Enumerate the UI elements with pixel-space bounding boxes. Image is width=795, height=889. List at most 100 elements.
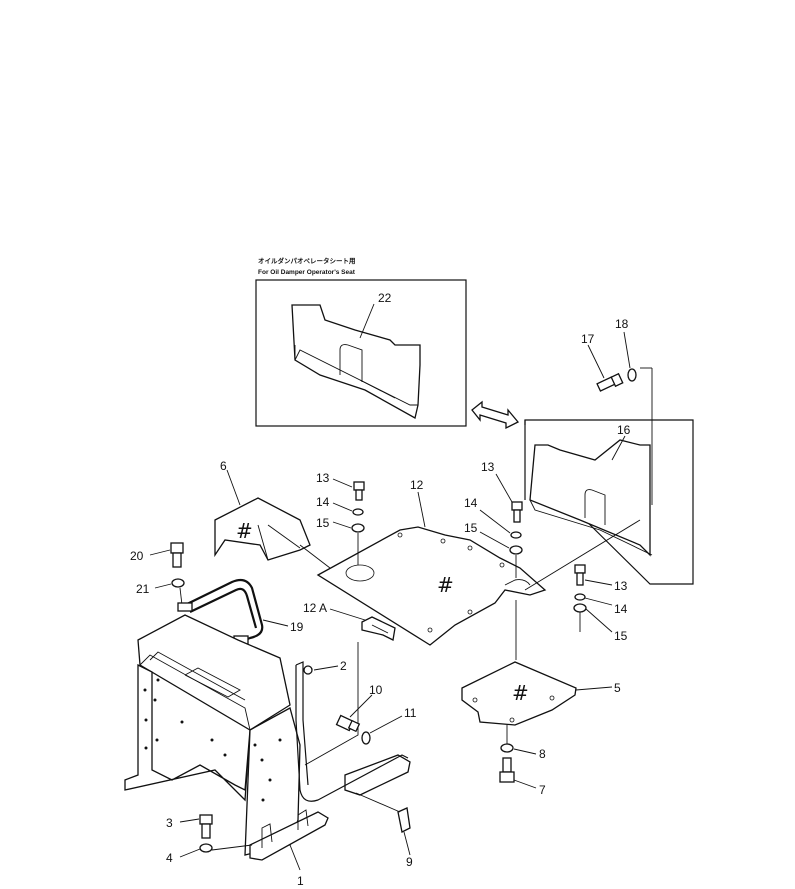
leader-10 xyxy=(349,694,373,718)
label-15b: 15 xyxy=(464,521,478,535)
leader-12 xyxy=(417,491,426,528)
label-10: 10 xyxy=(369,683,383,697)
label-3: 3 xyxy=(166,816,173,830)
leader-22 xyxy=(359,303,375,339)
part-15-washer-right xyxy=(573,603,587,613)
leader-2 xyxy=(313,665,339,671)
label-21: 21 xyxy=(136,582,150,596)
link-9 xyxy=(355,792,401,813)
leader-15b xyxy=(479,531,510,549)
label-14c: 14 xyxy=(614,602,628,616)
label-6: 6 xyxy=(220,459,227,473)
hash-mark-5: # xyxy=(512,681,529,705)
label-20: 20 xyxy=(130,549,144,563)
label-17: 17 xyxy=(581,332,595,346)
part-14-washer-right xyxy=(574,593,586,601)
inset-caption-jp: オイルダンパオペレータシート用 xyxy=(258,256,356,265)
part-15-washer-left xyxy=(351,523,365,533)
part-6-cover: # xyxy=(214,497,311,561)
part-13-bolt-right xyxy=(574,564,586,586)
leader-15a xyxy=(332,521,352,529)
label-15a: 15 xyxy=(316,516,330,530)
label-22: 22 xyxy=(378,291,392,305)
leader-20 xyxy=(149,549,171,556)
leader-5 xyxy=(575,686,613,691)
part-7-bolt xyxy=(499,757,515,783)
part-1-frame xyxy=(124,614,411,861)
part-13-bolt-left xyxy=(353,481,365,501)
label-8: 8 xyxy=(539,747,546,761)
leader-8 xyxy=(513,748,537,755)
leader-6 xyxy=(226,469,241,506)
hash-mark-12: # xyxy=(437,573,454,597)
label-14a: 14 xyxy=(316,495,330,509)
part-20-bolt xyxy=(170,542,184,568)
label-16: 16 xyxy=(617,423,631,437)
part-4-washer xyxy=(199,843,213,853)
leader-11 xyxy=(369,715,403,734)
part-2-nut xyxy=(303,665,313,675)
leader-14b xyxy=(479,509,511,534)
part-19-handrail xyxy=(177,578,264,645)
mount-bracket xyxy=(295,642,409,802)
part-14-washer-mid xyxy=(510,531,522,539)
label-12a: 12 A xyxy=(303,601,327,615)
right-panel: 16 xyxy=(524,367,694,585)
label-19: 19 xyxy=(290,620,304,634)
part-13-bolt-mid xyxy=(511,501,523,523)
part-11-washer xyxy=(361,731,371,745)
part-8-washer xyxy=(500,743,514,753)
axis-20 xyxy=(179,587,183,606)
label-13c: 13 xyxy=(614,579,628,593)
label-7: 7 xyxy=(539,783,546,797)
link-4 xyxy=(211,844,253,851)
leader-19 xyxy=(262,619,289,627)
leader-21 xyxy=(154,583,172,589)
leader-4 xyxy=(179,848,201,858)
label-15c: 15 xyxy=(614,629,628,643)
label-1: 1 xyxy=(297,874,304,888)
leader-9 xyxy=(403,831,411,856)
alternative-arrow xyxy=(471,400,520,430)
leader-17 xyxy=(587,344,605,379)
leader-13a xyxy=(332,478,353,488)
part-16-cover xyxy=(529,439,653,557)
leader-12a xyxy=(329,608,366,621)
part-12-floor-plate: # xyxy=(316,526,547,646)
part-18-washer xyxy=(627,368,637,382)
part-14-washer-left xyxy=(352,508,364,516)
part-5-cover: # xyxy=(461,661,577,726)
label-12: 12 xyxy=(410,478,424,492)
part-10-bolt xyxy=(335,714,361,733)
label-13b: 13 xyxy=(481,460,495,474)
label-4: 4 xyxy=(166,851,173,865)
leader-14c xyxy=(584,597,613,606)
part-3-bolt xyxy=(199,814,213,839)
part-21-washer xyxy=(171,578,185,588)
hash-mark-6: # xyxy=(236,519,253,543)
label-9: 9 xyxy=(406,855,413,869)
leader-16 xyxy=(611,435,626,461)
leader-15c xyxy=(585,608,613,633)
part-15-washer-mid xyxy=(509,545,523,555)
leader-13c xyxy=(584,579,613,586)
label-5: 5 xyxy=(614,681,621,695)
inset-frame xyxy=(255,279,467,427)
leader-14a xyxy=(332,502,353,512)
label-18: 18 xyxy=(615,317,629,331)
part-22-cover xyxy=(291,304,421,419)
part-12a-bracket xyxy=(361,616,396,641)
leader-7 xyxy=(513,779,537,789)
leader-1 xyxy=(289,844,301,871)
leader-3 xyxy=(179,818,200,823)
part-9-plate xyxy=(397,807,411,833)
inset-caption-en: For Oil Damper Operator's Seat xyxy=(258,269,356,276)
label-14b: 14 xyxy=(464,496,478,510)
label-13a: 13 xyxy=(316,471,330,485)
label-11: 11 xyxy=(404,706,417,720)
link-6-floor xyxy=(299,544,331,569)
link-plate-right xyxy=(524,519,641,591)
inset-panel: オイルダンパオペレータシート用 For Oil Damper Operator'… xyxy=(255,256,467,427)
leader-13b xyxy=(495,473,513,503)
